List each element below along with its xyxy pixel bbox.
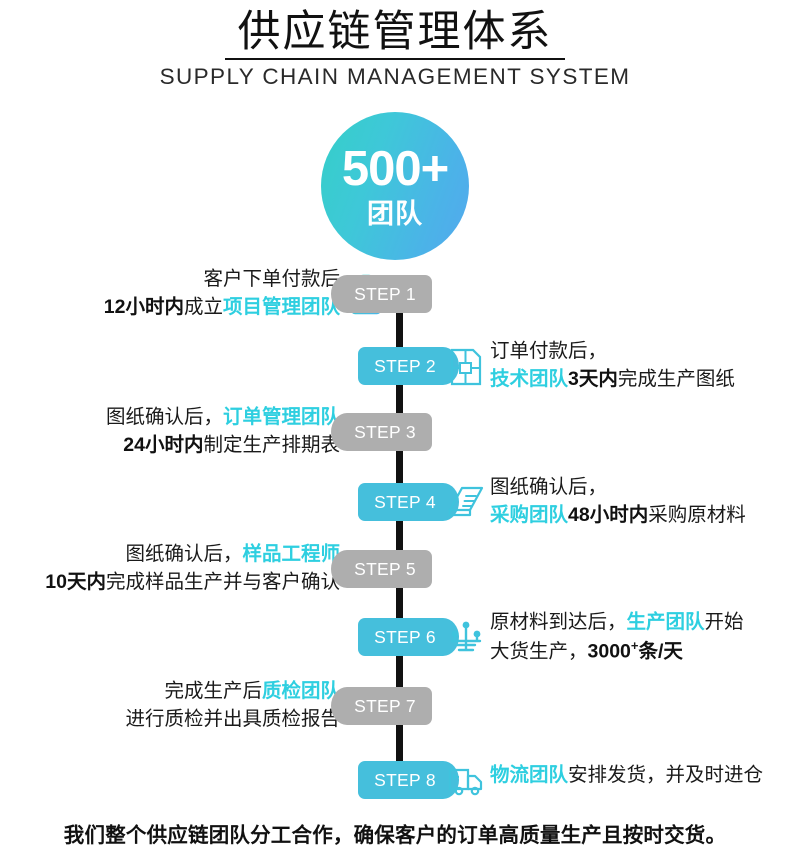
step-7-badge[interactable]: STEP 7 [331, 687, 432, 725]
step-2-badge-label: STEP 2 [374, 355, 436, 376]
page-header: 供应链管理体系 SUPPLY CHAIN MANAGEMENT SYSTEM [0, 0, 790, 90]
step-3-line2-plain: 制定生产排期表 [203, 433, 340, 456]
timeline-step-7: 完成生产后质检团队 进行质检并出具质检报告 STEP 7 [0, 674, 790, 746]
step-3-badge-label: STEP 3 [354, 421, 416, 442]
step-6-line2-tail: 条/天 [638, 640, 683, 663]
step-8-badge[interactable]: STEP 8 [358, 761, 459, 799]
step-6-line2-plain: 大货生产， [490, 640, 588, 663]
team-count-badge: 500+ 团队 [321, 112, 469, 260]
timeline-step-3: 图纸确认后，订单管理团队 24小时内制定生产排期表 STEP 3 [0, 400, 790, 472]
step-2-line2-accent: 技术团队 [490, 367, 569, 390]
step-1-line2-accent: 项目管理团队 [222, 295, 340, 318]
team-count-label: 团队 [367, 198, 423, 229]
step-1-line2-plain: 成立 [183, 295, 223, 318]
step-3-line2-bold: 24小时内 [123, 433, 204, 456]
step-4-line2-plain: 采购原材料 [648, 503, 746, 526]
page-title-cn: 供应链管理体系 [237, 8, 553, 56]
step-6-line1-plain: 原材料到达后， [490, 611, 627, 633]
step-7-line1-accent: 质检团队 [261, 680, 340, 702]
step-2-line2-plain: 完成生产图纸 [617, 367, 735, 390]
step-2-line1: 订单付款后， [490, 340, 608, 362]
step-4-text: 图纸确认后， 采购团队48小时内采购原材料 [490, 474, 790, 529]
step-2-line2-bold: 3天内 [568, 367, 618, 390]
step-6-text: 原材料到达后，生产团队开始 大货生产，3000+条/天 [490, 609, 790, 666]
step-3-badge[interactable]: STEP 3 [331, 413, 432, 451]
step-6-badge[interactable]: STEP 6 [358, 618, 459, 656]
step-3-line1-accent: 订单管理团队 [222, 406, 340, 428]
timeline-step-8: STEP 8 物流团队安排发货，并及时进仓 [0, 748, 790, 820]
step-7-badge-label: STEP 7 [354, 695, 416, 716]
open-book-icon [446, 482, 486, 524]
title-divider [225, 58, 565, 61]
timeline-step-4: STEP 4 图纸确认后， 采购团队48小时内采购原材料 [0, 470, 790, 542]
step-6-line1-accent: 生产团队 [626, 611, 705, 633]
sewing-machine-icon [446, 617, 486, 659]
step-6-badge-label: STEP 6 [374, 626, 436, 647]
footer-statement: 我们整个供应链团队分工合作，确保客户的订单高质量生产且按时交货。 [63, 824, 727, 847]
step-8-line1-tail: 安排发货，并及时进仓 [568, 764, 764, 786]
step-8-text: 物流团队安排发货，并及时进仓 [490, 762, 790, 790]
step-7-line2: 进行质检并出具质检报告 [125, 707, 340, 730]
step-6-line2-bold: 3000 [587, 640, 631, 663]
step-2-text: 订单付款后， 技术团队3天内完成生产图纸 [490, 338, 790, 393]
step-8-badge-label: STEP 8 [374, 769, 436, 790]
step-5-line2-plain: 完成样品生产并与客户确认 [105, 570, 340, 593]
step-5-line2-bold: 10天内 [45, 570, 106, 593]
step-2-badge[interactable]: STEP 2 [358, 347, 459, 385]
page-title-en: SUPPLY CHAIN MANAGEMENT SYSTEM [159, 64, 631, 90]
step-5-text: 图纸确认后，样品工程师 10天内完成样品生产并与客户确认 [0, 541, 340, 596]
timeline-step-5: 图纸确认后，样品工程师 10天内完成样品生产并与客户确认 STEP 5 [0, 537, 790, 609]
step-4-line1: 图纸确认后， [490, 476, 608, 498]
step-4-badge-label: STEP 4 [374, 491, 436, 512]
step-3-text: 图纸确认后，订单管理团队 24小时内制定生产排期表 [0, 404, 340, 459]
step-8-line1-accent: 物流团队 [490, 764, 569, 786]
step-1-text: 客户下单付款后 12小时内成立项目管理团队 [0, 266, 340, 321]
step-7-text: 完成生产后质检团队 进行质检并出具质检报告 [0, 678, 340, 733]
step-3-line1-plain: 图纸确认后， [105, 406, 223, 428]
step-7-line1-plain: 完成生产后 [164, 680, 262, 702]
timeline-spine [396, 296, 403, 780]
delivery-truck-icon [446, 760, 486, 802]
blueprint-icon [446, 346, 486, 388]
step-5-badge-label: STEP 5 [354, 558, 416, 579]
step-1-line1: 客户下单付款后 [203, 268, 340, 290]
step-6-line2-sup: + [630, 637, 639, 653]
step-1-badge-label: STEP 1 [354, 283, 416, 304]
step-4-line2-accent: 采购团队 [490, 503, 569, 526]
step-4-line2-bold: 48小时内 [568, 503, 649, 526]
step-5-badge[interactable]: STEP 5 [331, 550, 432, 588]
step-1-badge[interactable]: STEP 1 [331, 275, 432, 313]
step-4-badge[interactable]: STEP 4 [358, 483, 459, 521]
team-count-number: 500+ [341, 141, 449, 196]
step-5-line1-plain: 图纸确认后， [125, 543, 243, 565]
timeline-step-6: STEP 6 原材料到达后，生产团队开始 大货生产，3000+条/天 [0, 605, 790, 677]
timeline-step-2: STEP 2 订单付款后， 技术团队3天内完成生产图纸 [0, 334, 790, 406]
step-6-line1-tail: 开始 [704, 611, 744, 633]
timeline-step-1: 客户下单付款后 12小时内成立项目管理团队 STEP 1 [0, 262, 790, 334]
step-1-line2-bold: 12小时内 [103, 295, 184, 318]
step-5-line1-accent: 样品工程师 [242, 543, 340, 565]
